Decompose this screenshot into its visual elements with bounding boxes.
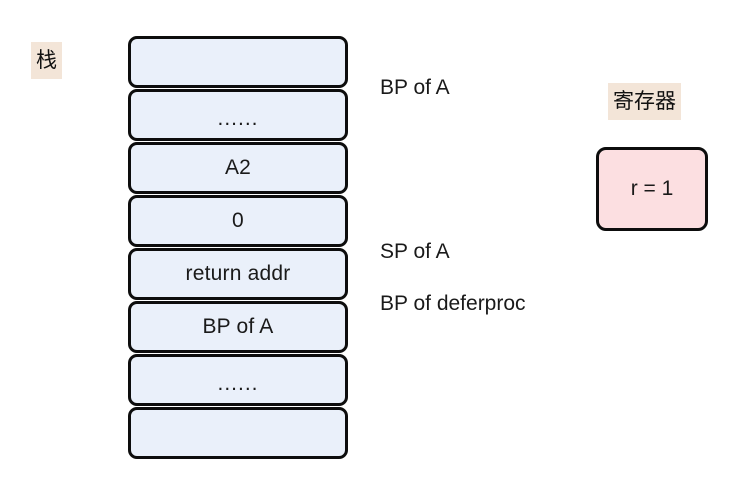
stack-cell: ...... [128,89,348,141]
annotation-bp-of-deferproc: BP of deferproc [380,292,526,315]
stack-cell-label: 0 [232,209,244,232]
stack-cell: 0 [128,195,348,247]
annotation-bp-of-a: BP of A [380,76,450,99]
annotation-sp-of-a: SP of A [380,240,450,263]
stack-section-caption: 栈 [31,42,62,80]
stack-cell: ...... [128,354,348,406]
register-section-caption: 寄存器 [608,83,681,121]
stack-cell: A2 [128,142,348,194]
stack-cell: BP of A [128,301,348,353]
stack-cell [128,407,348,459]
stack-cell-label: ...... [217,372,259,395]
stack-cell-label: A2 [224,156,252,179]
stack-cell-label: BP of A [202,315,274,338]
register-box: r = 1 [596,147,708,231]
stack-cell-label: return addr [185,262,291,285]
stack-cell-label: ...... [217,107,259,130]
stack-column: ...... A2 0 return addr BP of A ...... [128,36,348,460]
register-value: r = 1 [630,177,674,200]
stack-cell [128,36,348,88]
stack-cell: return addr [128,248,348,300]
